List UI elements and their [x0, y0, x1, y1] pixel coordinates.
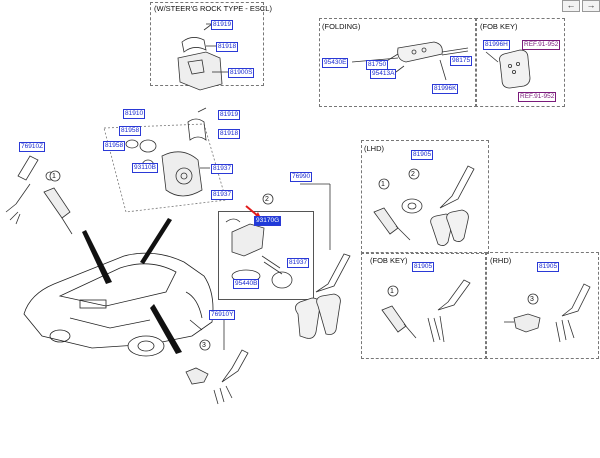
- part-label-81937[interactable]: 81937: [211, 164, 234, 174]
- lhd-group-box: [361, 140, 489, 254]
- part-label-76910Y[interactable]: 76910Y: [209, 310, 236, 320]
- part-label-93110B[interactable]: 93110B: [132, 163, 158, 173]
- part-label-81910[interactable]: 81910: [123, 109, 146, 119]
- pointer-wedges: [82, 218, 182, 354]
- ignition-assembly-illustration: [103, 107, 227, 213]
- part-label-93170G-selected[interactable]: 93170G: [254, 216, 282, 226]
- part-label-81919[interactable]: 81919: [211, 20, 234, 30]
- part-label-81905-fob[interactable]: 81905: [412, 262, 435, 272]
- callout-lhd-1: 1: [381, 181, 385, 188]
- part-label-95413A[interactable]: 95413A: [370, 69, 397, 79]
- callout-fob-1: 1: [390, 288, 394, 295]
- escl-lock-illustration: [177, 23, 223, 91]
- folding-group-title: (FOLDING): [322, 22, 361, 31]
- fob-key-top-group-box: [475, 18, 565, 107]
- rhd-parts-illustration: [504, 283, 591, 343]
- part-label-76990[interactable]: 76990: [290, 172, 313, 182]
- key-cylinder-left-illustration: [5, 155, 73, 235]
- escl-group-title: (W/STEER'G ROCK TYPE - ESCL): [154, 4, 272, 13]
- callout-3: 3: [202, 342, 206, 349]
- fob-key-top-group-title: (FOB KEY): [480, 22, 518, 31]
- part-label-81918[interactable]: 81918: [216, 42, 239, 52]
- fob-key-group-illustration: [381, 279, 471, 343]
- ref-link-91-952[interactable]: REF.91-952: [522, 40, 561, 50]
- part-label-98175[interactable]: 98175: [450, 56, 473, 66]
- lhd-group-title: (LHD): [364, 144, 384, 153]
- part-label-81996K[interactable]: 81996K: [432, 84, 459, 94]
- part-label-81918-b[interactable]: 81918: [218, 129, 241, 139]
- key-cylinder-group-box: [218, 211, 314, 300]
- folding-key-illustration: [385, 41, 469, 81]
- part-label-95440B[interactable]: 95440B: [233, 279, 260, 289]
- key-76910y-illustration: [185, 318, 249, 405]
- lhd-parts-illustration: [373, 165, 475, 246]
- part-label-81905-lhd[interactable]: 81905: [411, 150, 434, 160]
- part-label-81958[interactable]: 81958: [119, 126, 142, 136]
- fob-key-top-illustration: [485, 49, 531, 89]
- callout-lhd-2: 2: [411, 171, 415, 178]
- part-label-81958-b[interactable]: 81958: [103, 141, 126, 151]
- part-label-81937-c[interactable]: 81937: [287, 258, 310, 268]
- arrow-left-icon[interactable]: ←: [562, 0, 580, 12]
- part-label-95430E[interactable]: 95430E: [322, 58, 349, 68]
- folding-group-box: [319, 18, 477, 107]
- ref-link-91-952-b[interactable]: REF.91-952: [518, 92, 557, 102]
- fob-key-group-box: [361, 252, 487, 359]
- part-label-81905-rhd[interactable]: 81905: [537, 262, 560, 272]
- key-cylinder-center-illustration: [225, 218, 293, 289]
- callout-rhd-3: 3: [530, 296, 534, 303]
- part-label-81919-b[interactable]: 81919: [218, 110, 241, 120]
- fob-key-group-title: (FOB KEY): [370, 256, 408, 265]
- callout-1: 1: [52, 173, 56, 180]
- part-label-81937-b[interactable]: 81937: [211, 190, 234, 200]
- part-label-76910Z[interactable]: 76910Z: [19, 142, 46, 152]
- part-label-81900S[interactable]: 81900S: [228, 68, 255, 78]
- part-label-81996H[interactable]: 81996H: [483, 40, 510, 50]
- rhd-group-title: (RHD): [490, 256, 512, 265]
- rhd-group-box: [485, 252, 599, 359]
- fob-keys-76990-illustration: [295, 183, 351, 339]
- car-illustration: [23, 252, 214, 357]
- callout-2: 2: [265, 196, 269, 203]
